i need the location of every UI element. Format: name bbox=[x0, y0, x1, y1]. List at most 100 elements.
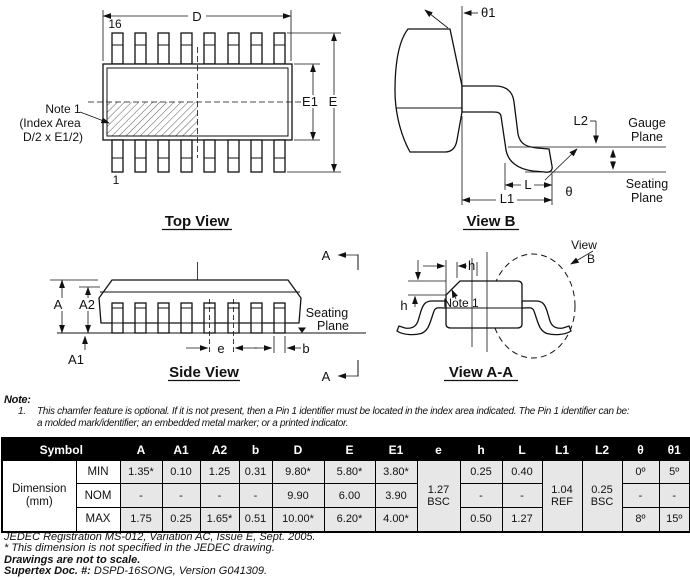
cell-min-L: 0.40 bbox=[501, 460, 543, 484]
table-row-min: Dimension (mm) MIN 1.35* 0.10 1.25 0.31 … bbox=[1, 460, 690, 532]
cell-nom-E1: 3.90 bbox=[374, 483, 418, 508]
top-view-drawing: D 16 Note 1 (Index Area D/2 x E1/2) bbox=[19, 9, 341, 231]
dim-A-A2: A A2 bbox=[50, 279, 100, 334]
dim-D: D bbox=[102, 9, 292, 61]
dim-label-theta1: θ1 bbox=[481, 5, 495, 20]
cell-max-E1: 4.00* bbox=[374, 507, 418, 532]
seating-plane-label: Seating Plane bbox=[626, 177, 668, 205]
note1-callout: Note 1 (Index Area D/2 x E1/2) bbox=[19, 102, 110, 144]
row-label-nom: NOM bbox=[75, 483, 121, 508]
cell-nom-h: - bbox=[459, 483, 503, 508]
cell-nom-theta1: - bbox=[658, 483, 690, 508]
dim-label-E: E bbox=[329, 94, 338, 109]
cell-min-theta1: 5º bbox=[658, 460, 690, 484]
dim-e-b: e b bbox=[186, 336, 310, 356]
cell-max-A2: 1.65* bbox=[199, 507, 240, 532]
svg-text:(Index Area: (Index Area bbox=[19, 116, 81, 130]
dim-theta1: θ1 bbox=[424, 5, 495, 88]
view-b-drawing: θ1 L L1 θ L2 Gauge Plane bbox=[394, 5, 668, 231]
cell-max-theta1: 15º bbox=[658, 507, 690, 532]
svg-text:A: A bbox=[322, 369, 331, 384]
jedec-registration-line: JEDEC Registration MS-012, Variation AC,… bbox=[4, 531, 316, 543]
note1-callout-aa: Note 1 bbox=[443, 289, 479, 310]
header-theta1: θ1 bbox=[658, 437, 690, 461]
svg-text:D/2 x E1/2): D/2 x E1/2) bbox=[23, 130, 83, 144]
lead-right bbox=[521, 300, 572, 336]
svg-text:Plane: Plane bbox=[631, 191, 663, 205]
dim-E1: E1 bbox=[294, 63, 320, 141]
cell-nom-A: - bbox=[119, 483, 163, 508]
side-view-drawing: A A2 A1 e b Seating Plane A bbox=[50, 248, 366, 384]
cell-max-h: 0.50 bbox=[459, 507, 503, 532]
cell-nom-A2: - bbox=[199, 483, 240, 508]
table-header-row: Symbol A A1 A2 b D E E1 e h L L1 L2 θ θ1 bbox=[1, 437, 690, 461]
svg-text:Note 1: Note 1 bbox=[443, 296, 479, 310]
header-e: e bbox=[416, 437, 461, 461]
cell-min-A1: 0.10 bbox=[161, 460, 201, 484]
dim-L2: L2 bbox=[574, 113, 616, 170]
dim-E: E bbox=[287, 32, 341, 173]
cell-nom-E: 6.00 bbox=[323, 483, 376, 508]
cell-max-b: 0.51 bbox=[238, 507, 273, 532]
dim-label-D: D bbox=[192, 9, 201, 24]
header-A2: A2 bbox=[199, 437, 240, 461]
svg-text:Plane: Plane bbox=[317, 319, 349, 333]
cell-min-A: 1.35* bbox=[119, 460, 163, 484]
dim-L-L1: L L1 bbox=[461, 116, 553, 206]
footer-notes: JEDEC Registration MS-012, Variation AC,… bbox=[4, 531, 316, 577]
cell-L2-bsc: 0.25 BSC bbox=[581, 460, 623, 532]
section-marker-a-top: A bbox=[322, 248, 359, 270]
view-b-ref-label: View B bbox=[570, 238, 597, 266]
header-A: A bbox=[119, 437, 163, 461]
svg-text:Note 1: Note 1 bbox=[45, 102, 81, 116]
doc-number-line: Supertex Doc. #: DSPD-16SONG, Version G0… bbox=[4, 564, 268, 577]
top-pins bbox=[111, 32, 286, 65]
cell-min-b: 0.31 bbox=[238, 460, 273, 484]
side-view-title: Side View bbox=[169, 364, 239, 381]
svg-text:B: B bbox=[587, 252, 595, 266]
index-area-hatch bbox=[107, 102, 198, 136]
note-line-1: This chamfer feature is optional. If it … bbox=[37, 406, 630, 417]
gauge-plane-label: Gauge Plane bbox=[628, 116, 666, 144]
header-E1: E1 bbox=[374, 437, 418, 461]
header-D: D bbox=[271, 437, 325, 461]
dim-label-L1: L1 bbox=[500, 191, 514, 206]
pin-16-label: 16 bbox=[108, 17, 122, 31]
package-body-side bbox=[98, 279, 302, 324]
body-profile bbox=[394, 28, 463, 153]
table-row-max: MAX 1.75 0.25 1.65* 0.51 10.00* 6.20* 4.… bbox=[2, 507, 690, 532]
cell-min-h: 0.25 bbox=[459, 460, 503, 484]
dimension-table: Symbol A A1 A2 b D E E1 e h L L1 L2 θ θ1… bbox=[1, 437, 690, 533]
svg-text:View: View bbox=[571, 238, 597, 252]
header-L1: L1 bbox=[541, 437, 583, 461]
svg-text:Seating: Seating bbox=[306, 306, 348, 320]
header-E: E bbox=[323, 437, 376, 461]
not-to-scale-line: Drawings are not to scale. bbox=[4, 553, 141, 566]
cell-min-theta: 0º bbox=[621, 460, 660, 484]
asterisk-note-line: * This dimension is not specified in the… bbox=[4, 542, 275, 555]
dim-h-left: h bbox=[400, 260, 446, 313]
row-label-max: MAX bbox=[75, 507, 121, 532]
cell-min-E: 5.80* bbox=[323, 460, 376, 484]
cell-max-theta: 8º bbox=[621, 507, 660, 532]
dim-label-h-top: h bbox=[468, 258, 475, 273]
dim-h-top: h bbox=[423, 258, 478, 295]
cell-max-A: 1.75 bbox=[119, 507, 163, 532]
svg-text:Seating: Seating bbox=[626, 177, 668, 191]
seating-plane-label-side: Seating Plane bbox=[306, 306, 349, 333]
cell-max-D: 10.00* bbox=[271, 507, 325, 532]
section-marker-a-bottom: A bbox=[322, 360, 359, 384]
cell-nom-D: 9.90 bbox=[271, 483, 325, 508]
header-b: b bbox=[238, 437, 273, 461]
header-L2: L2 bbox=[581, 437, 623, 461]
note-heading: Note: bbox=[4, 394, 31, 406]
dim-label-h-left: h bbox=[400, 298, 407, 313]
dim-label-E1: E1 bbox=[302, 94, 318, 109]
dim-theta: θ bbox=[544, 148, 578, 199]
dim-label-e: e bbox=[217, 341, 224, 356]
dim-label-b: b bbox=[302, 341, 309, 356]
view-aa-drawing: h h Note 1 View B View A-A bbox=[396, 238, 597, 382]
cell-min-E1: 3.80* bbox=[374, 460, 418, 484]
header-h: h bbox=[459, 437, 503, 461]
